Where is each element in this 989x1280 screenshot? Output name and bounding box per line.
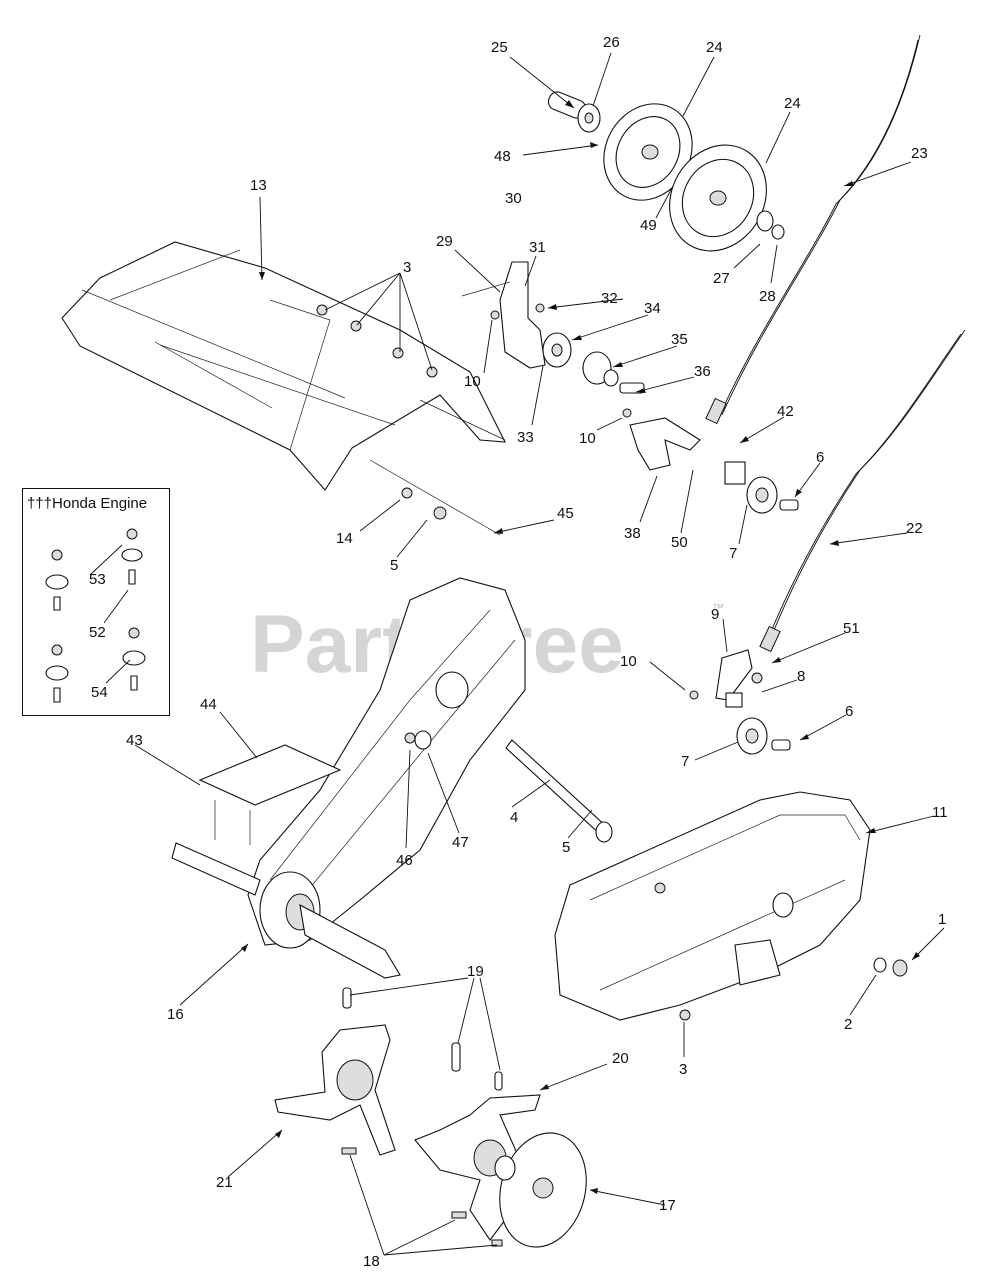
leader-arrowheads bbox=[241, 100, 920, 1194]
callout-36: 36 bbox=[694, 363, 711, 380]
callout-50: 50 bbox=[671, 534, 688, 551]
callout-labels: 25 26 24 24 48 23 13 30 49 27 28 29 31 3… bbox=[89, 34, 948, 1270]
callout-21: 21 bbox=[216, 1174, 233, 1191]
callout-52: 52 bbox=[89, 624, 106, 641]
pins-clips-part bbox=[341, 987, 503, 1247]
callout-6-upper: 6 bbox=[816, 449, 824, 466]
tine-left-part bbox=[274, 1024, 396, 1156]
side-cover-part bbox=[554, 791, 871, 1021]
pulley-lower-part bbox=[669, 144, 767, 252]
callout-18: 18 bbox=[363, 1253, 380, 1270]
callout-14: 14 bbox=[336, 530, 353, 547]
callout-35: 35 bbox=[671, 331, 688, 348]
transmission-frame-part bbox=[171, 577, 526, 979]
callout-32: 32 bbox=[601, 290, 618, 307]
watermark-trademark: ™ bbox=[712, 601, 724, 615]
callout-17: 17 bbox=[659, 1197, 676, 1214]
callout-9: 9 bbox=[711, 606, 719, 623]
callout-46: 46 bbox=[396, 852, 413, 869]
callout-34: 34 bbox=[644, 300, 661, 317]
control-cables-part bbox=[705, 34, 966, 653]
idler-bracket-part bbox=[461, 261, 645, 418]
callout-23: 23 bbox=[911, 145, 928, 162]
callout-16: 16 bbox=[167, 1006, 184, 1023]
callout-49: 49 bbox=[640, 217, 657, 234]
honda-hardware-inset-part bbox=[45, 528, 146, 703]
callout-45: 45 bbox=[557, 505, 574, 522]
callout-27: 27 bbox=[713, 270, 730, 287]
callout-6-lower: 6 bbox=[845, 703, 853, 720]
callout-44: 44 bbox=[200, 696, 217, 713]
callout-5-lower: 5 bbox=[562, 839, 570, 856]
callout-47: 47 bbox=[452, 834, 469, 851]
engagement-bracket-part bbox=[629, 417, 799, 755]
callout-10-mid: 10 bbox=[579, 430, 596, 447]
small-hardware-part bbox=[316, 304, 666, 894]
callout-25: 25 bbox=[491, 39, 508, 56]
callout-2: 2 bbox=[844, 1016, 852, 1033]
callout-24-lower: 24 bbox=[784, 95, 801, 112]
callout-20: 20 bbox=[612, 1050, 629, 1067]
honda-engine-inset: †††Honda Engine bbox=[22, 488, 170, 716]
spacer-25-part bbox=[547, 91, 601, 133]
callout-7-lower: 7 bbox=[681, 753, 689, 770]
callout-3-shield: 3 bbox=[403, 259, 411, 276]
callout-54: 54 bbox=[91, 684, 108, 701]
callout-3-cover: 3 bbox=[679, 1061, 687, 1078]
callout-43: 43 bbox=[126, 732, 143, 749]
callout-33: 33 bbox=[517, 429, 534, 446]
callout-26: 26 bbox=[603, 34, 620, 51]
callout-51: 51 bbox=[843, 620, 860, 637]
washer-27-part bbox=[756, 210, 785, 240]
inset-title: †††Honda Engine bbox=[27, 495, 148, 512]
callout-22: 22 bbox=[906, 520, 923, 537]
callout-19: 19 bbox=[467, 963, 484, 980]
tine-shield-part bbox=[61, 241, 506, 536]
callout-5-upper: 5 bbox=[390, 557, 398, 574]
callout-11: 11 bbox=[932, 804, 948, 821]
callout-29: 29 bbox=[436, 233, 453, 250]
callout-42: 42 bbox=[777, 403, 794, 420]
callout-8: 8 bbox=[797, 668, 805, 685]
callout-48: 48 bbox=[494, 148, 511, 165]
fasteners-1-2-part bbox=[679, 957, 908, 1021]
callout-13: 13 bbox=[250, 177, 267, 194]
callout-28: 28 bbox=[759, 288, 776, 305]
callout-30: 30 bbox=[505, 190, 522, 207]
callout-10-upper: 10 bbox=[464, 373, 481, 390]
callout-10-lower: 10 bbox=[620, 653, 637, 670]
shaft-4-part bbox=[505, 739, 613, 843]
callout-1: 1 bbox=[938, 911, 946, 928]
callout-4: 4 bbox=[510, 809, 518, 826]
callout-24-upper: 24 bbox=[706, 39, 723, 56]
callout-38: 38 bbox=[624, 525, 641, 542]
callout-7-upper: 7 bbox=[729, 545, 737, 562]
pulley-upper-part bbox=[603, 103, 693, 201]
callout-31: 31 bbox=[529, 239, 546, 256]
side-disc-part bbox=[494, 1132, 587, 1248]
callout-53: 53 bbox=[89, 571, 106, 588]
